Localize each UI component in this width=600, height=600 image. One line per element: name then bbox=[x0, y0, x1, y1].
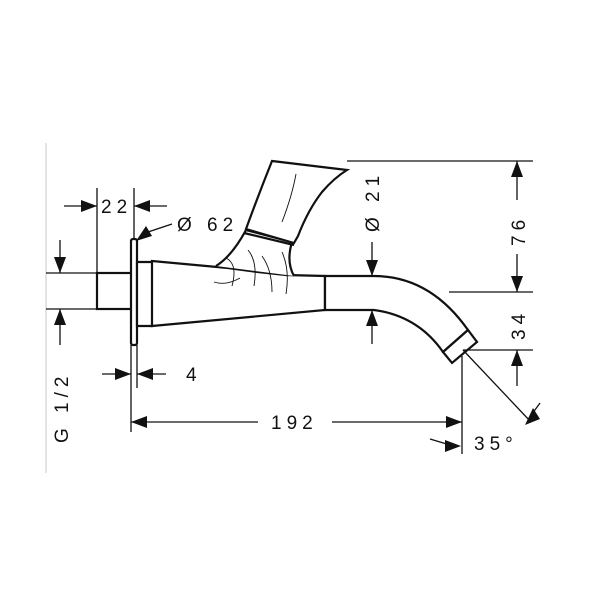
dim-height-76-34: 76 34 bbox=[347, 160, 533, 386]
arrow bbox=[136, 226, 152, 241]
dim-text-4: 4 bbox=[186, 365, 202, 386]
dim-text-angle: 35° bbox=[474, 434, 518, 455]
lever-handle bbox=[244, 159, 351, 245]
spout bbox=[323, 274, 470, 354]
arrow bbox=[511, 161, 523, 177]
arrow bbox=[366, 260, 378, 276]
arrow bbox=[54, 309, 66, 325]
spout-outlet bbox=[441, 328, 479, 365]
arrow bbox=[445, 440, 461, 452]
arrow bbox=[137, 368, 153, 380]
arrow bbox=[366, 310, 378, 326]
handle-collar bbox=[243, 231, 295, 247]
dim-text-192: 192 bbox=[271, 413, 318, 434]
dim-spout-diameter: Ø 21 bbox=[363, 171, 384, 344]
dim-thread-g12: G 1/2 bbox=[46, 240, 97, 443]
arrow bbox=[131, 416, 147, 428]
dim-text-76: 76 bbox=[509, 215, 530, 246]
arrow bbox=[81, 200, 97, 212]
arrow bbox=[511, 350, 523, 366]
arrow bbox=[134, 200, 150, 212]
shading-lines bbox=[213, 249, 288, 295]
dim-text-flange-diameter: Ø 62 bbox=[177, 215, 238, 236]
arrow bbox=[446, 416, 462, 428]
arrow bbox=[54, 257, 66, 273]
dim-plate-4: 4 bbox=[102, 345, 202, 432]
arrow bbox=[115, 368, 131, 380]
dim-depth-22: 22 bbox=[64, 188, 167, 273]
valve-housing bbox=[150, 259, 327, 328]
dim-text-spout-diameter: Ø 21 bbox=[363, 171, 384, 232]
arrow bbox=[525, 408, 540, 425]
faucet-body bbox=[95, 159, 479, 365]
dim-text-thread: G 1/2 bbox=[52, 372, 73, 443]
dim-flange-diameter: Ø 62 bbox=[136, 215, 238, 241]
arrow bbox=[511, 276, 523, 292]
thread-stub bbox=[95, 271, 136, 311]
dim-length-192: 192 bbox=[131, 356, 463, 454]
dim-angle-35: 35° bbox=[429, 349, 541, 455]
handle-highlight bbox=[281, 173, 297, 223]
dim-text-34: 34 bbox=[509, 309, 530, 340]
dim-text-22: 22 bbox=[101, 197, 132, 218]
